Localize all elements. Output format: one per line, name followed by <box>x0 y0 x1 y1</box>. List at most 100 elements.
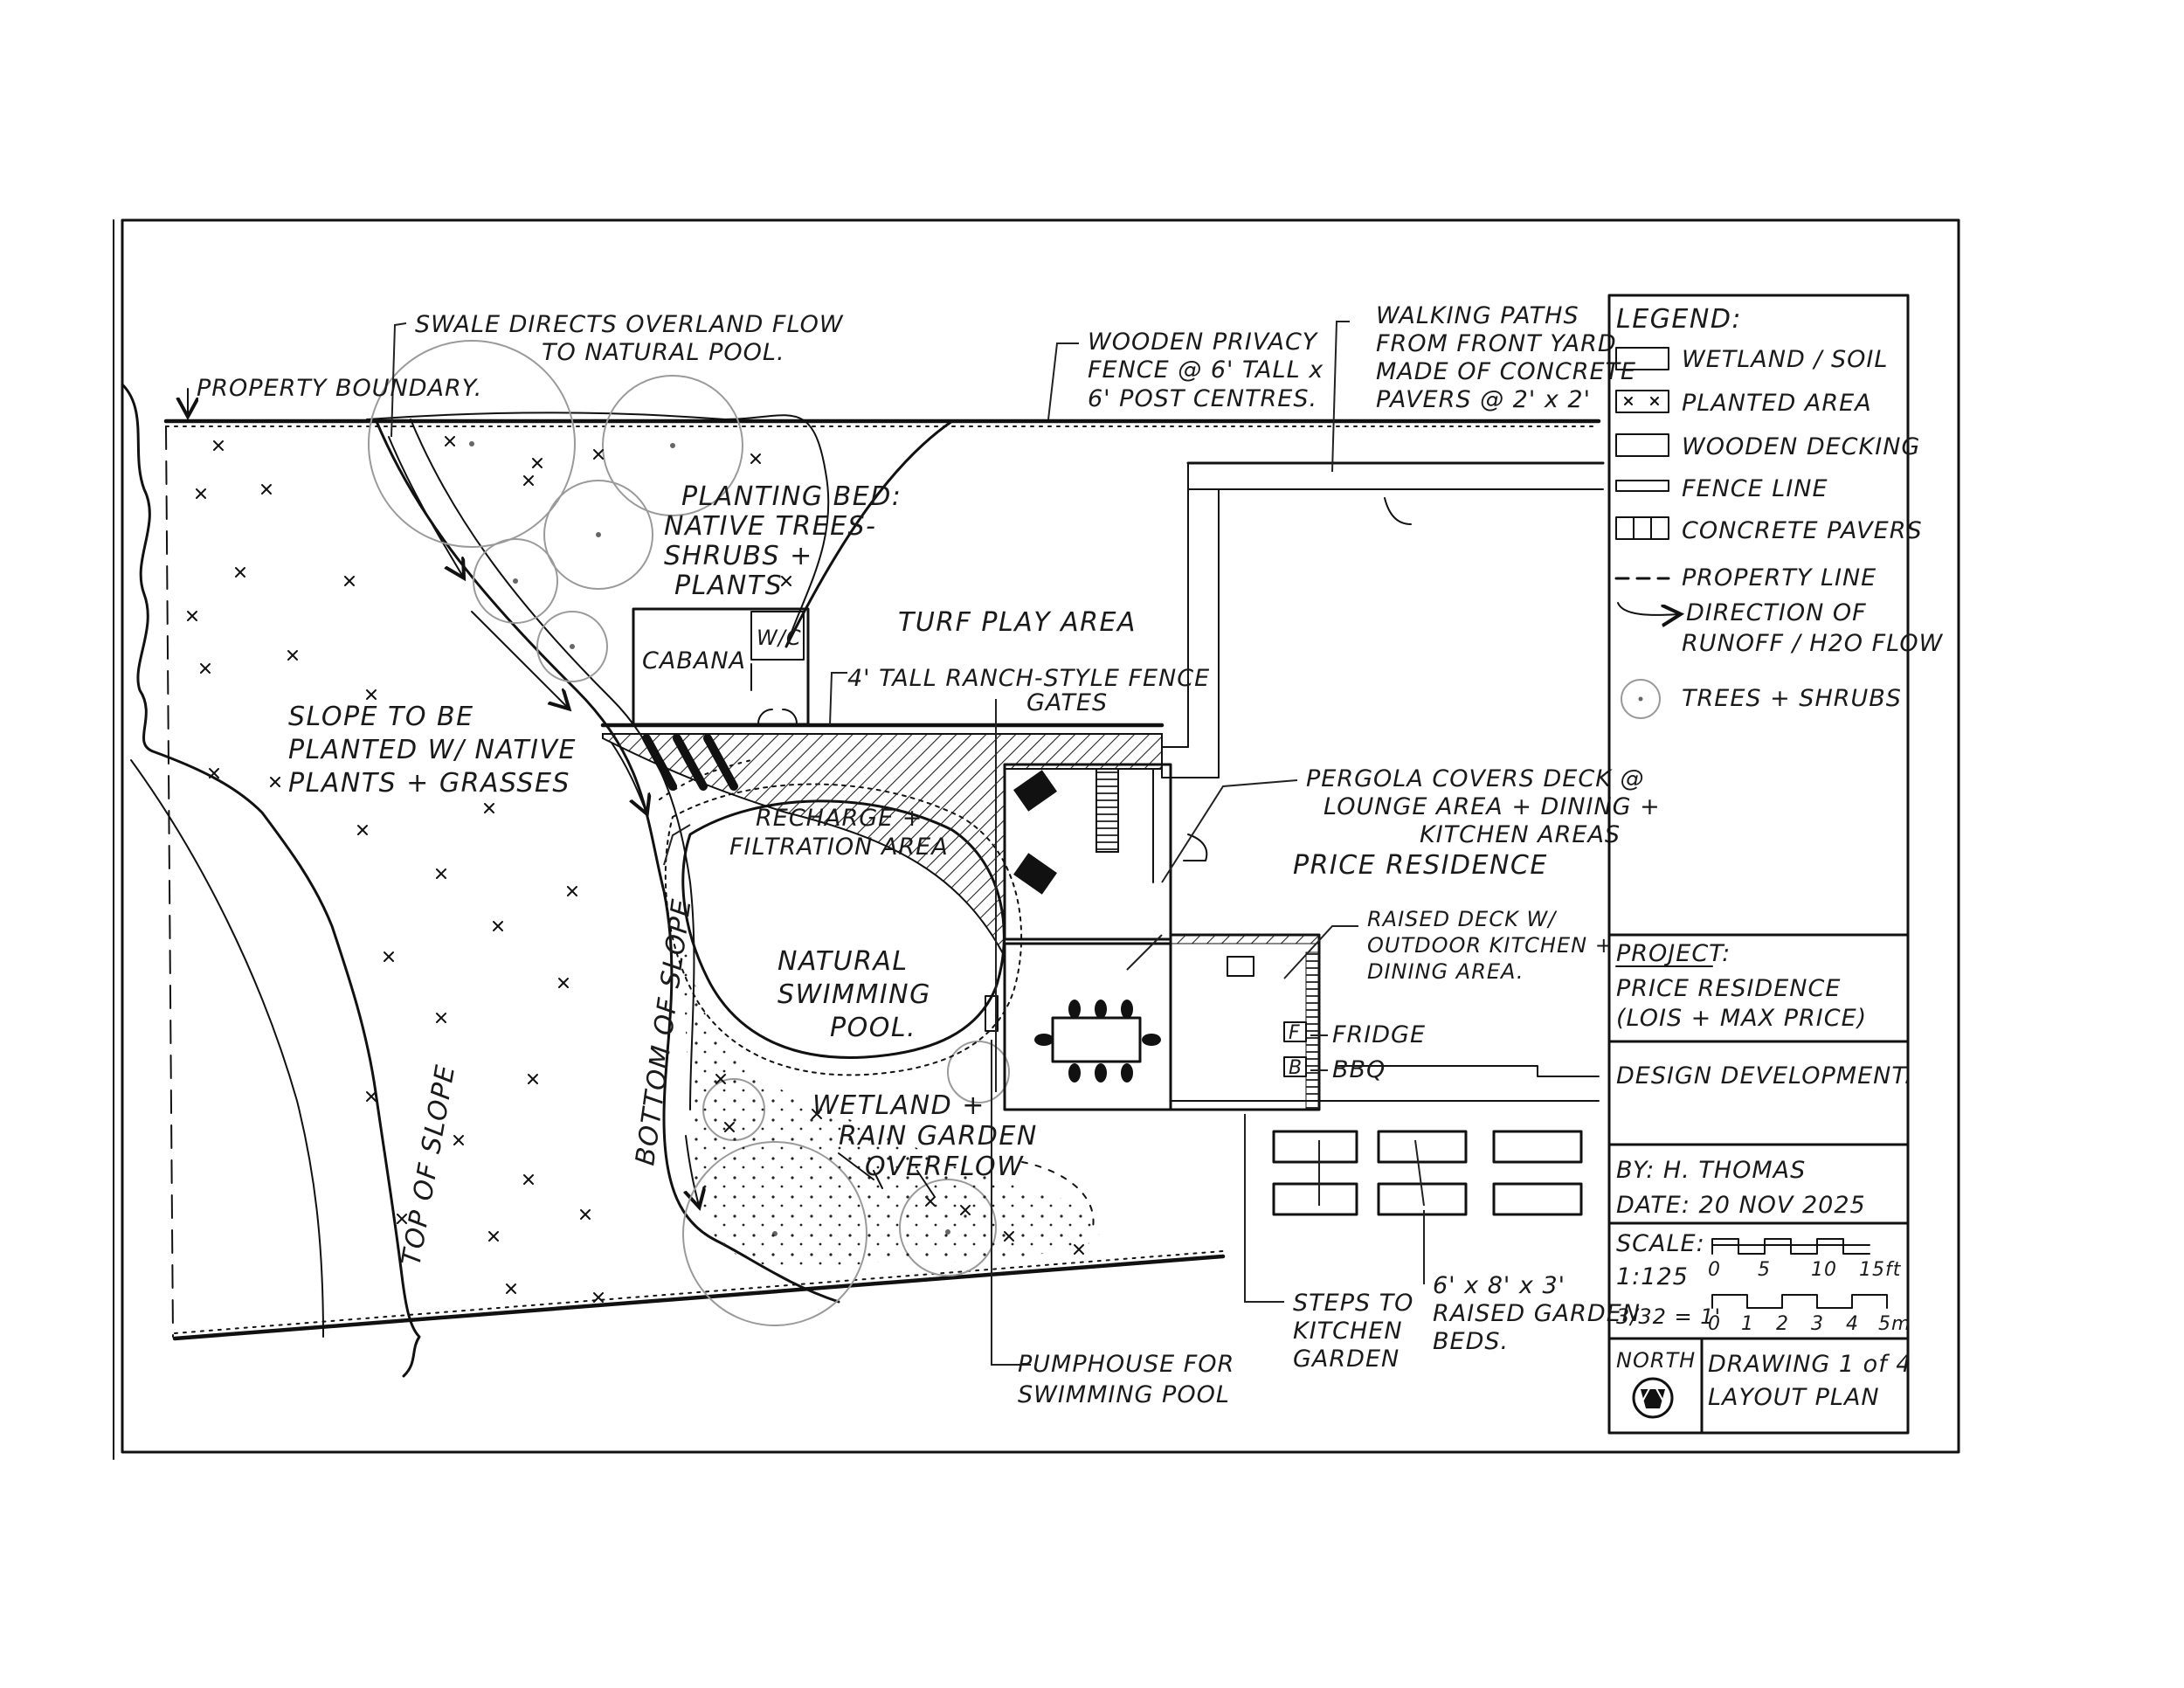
top-of-slope-label: TOP OF SLOPE <box>396 1062 461 1268</box>
front-yard-pavers <box>1161 462 1604 778</box>
swale-label-1: SWALE DIRECTS OVERLAND FLOW <box>415 311 844 338</box>
paths-label-3: MADE OF CONCRETE <box>1376 358 1636 385</box>
privacy-fence-label-1: WOODEN PRIVACY <box>1088 329 1319 356</box>
north-arrow-icon <box>1632 1377 1674 1419</box>
fridge-box <box>1283 1021 1307 1042</box>
pumphouse-label-1: PUMPHOUSE FOR <box>1018 1351 1234 1378</box>
legend-runoff-label-1: DIRECTION OF <box>1686 599 1867 626</box>
legend-fence-label: FENCE LINE <box>1682 475 1828 502</box>
turf-play-area-label: TURF PLAY AREA <box>898 607 1137 638</box>
project-name: PRICE RESIDENCE <box>1616 975 1841 1002</box>
legend-trees-label: TREES + SHRUBS <box>1682 685 1902 712</box>
raised-deck-label-1: RAISED DECK W/ <box>1367 907 1558 931</box>
cabana-label: CABANA <box>642 647 746 675</box>
legend-wetland-swatch <box>1615 347 1669 370</box>
steps-label-2: KITCHEN <box>1293 1318 1403 1345</box>
paths-label-4: PAVERS @ 2' x 2' <box>1376 386 1591 413</box>
drawing-number: DRAWING 1 of 4 <box>1708 1351 1911 1378</box>
scale-m-2: 2 <box>1776 1313 1789 1335</box>
legend-pavers-swatch <box>1615 516 1669 540</box>
fridge-label: FRIDGE <box>1332 1021 1426 1048</box>
steps-label-3: GARDEN <box>1293 1346 1400 1373</box>
pool-label-3: POOL. <box>830 1013 916 1043</box>
planting-bed-outline <box>366 412 830 647</box>
scale-m-5: 5m <box>1878 1313 1911 1335</box>
legend-wetland-label: WETLAND / SOIL <box>1682 346 1888 373</box>
legend-decking-label: WOODEN DECKING <box>1682 433 1920 460</box>
site-plan <box>121 321 1605 1378</box>
planting-bed-label-4: PLANTS <box>674 571 783 601</box>
recharge-label-1: RECHARGE + <box>756 805 923 832</box>
scale-ft-5: 5 <box>1758 1259 1771 1281</box>
legend-property-label: PROPERTY LINE <box>1682 564 1876 591</box>
phase-label: DESIGN DEVELOPMENT. <box>1616 1062 1912 1090</box>
slope-label-2: PLANTED W/ NATIVE <box>288 735 577 765</box>
swale-label-2: TO NATURAL POOL. <box>542 339 785 366</box>
bbq-box <box>1283 1056 1307 1077</box>
pergola-label-2: LOUNGE AREA + DINING + <box>1324 793 1661 820</box>
slope-label-3: PLANTS + GRASSES <box>288 768 570 799</box>
pergola-label-1: PERGOLA COVERS DECK @ <box>1306 765 1644 792</box>
privacy-fence-label-2: FENCE @ 6' TALL x <box>1088 356 1324 384</box>
paths-label-2: FROM FRONT YARD <box>1376 330 1617 357</box>
pumphouse <box>985 995 999 1032</box>
paths-label-1: WALKING PATHS <box>1376 302 1579 329</box>
legend-trees-swatch <box>1621 679 1661 719</box>
north-label: NORTH <box>1616 1348 1696 1373</box>
legend-planted-label: PLANTED AREA <box>1682 390 1872 417</box>
planting-bed-label-2: NATIVE TREES- <box>664 511 876 542</box>
planting-bed-label-1: PLANTING BED: <box>681 481 902 512</box>
garden-beds-label-2: RAISED GARDEN <box>1433 1300 1641 1327</box>
raised-deck-label-2: OUTDOOR KITCHEN + <box>1367 933 1614 958</box>
wc-label: W/C <box>757 626 802 650</box>
raised-deck-label-3: DINING AREA. <box>1367 959 1524 984</box>
bbq-label: BBQ <box>1332 1056 1386 1083</box>
garden-beds-label-1: 6' x 8' x 3' <box>1433 1272 1565 1299</box>
scale-m-1: 1 <box>1741 1313 1754 1335</box>
garden-beds-label-3: BEDS. <box>1433 1328 1509 1355</box>
legend-runoff-label-2: RUNOFF / H2O FLOW <box>1682 630 1944 657</box>
wetland-area <box>681 926 1101 1269</box>
property-boundary-left <box>165 425 174 1338</box>
gates-label: GATES <box>1026 689 1108 716</box>
pergola-label-3: KITCHEN AREAS <box>1420 821 1621 848</box>
scale-ft-15: 15ft <box>1859 1259 1902 1281</box>
legend-planted-swatch <box>1615 390 1669 413</box>
pergola-deck <box>1003 763 1208 941</box>
pool-label-1: NATURAL <box>778 946 909 977</box>
residence-label: PRICE RESIDENCE <box>1293 850 1548 881</box>
pool-label-2: SWIMMING <box>778 979 931 1010</box>
slope-label-1: SLOPE TO BE <box>288 702 474 732</box>
bottom-of-slope-line <box>374 418 840 1304</box>
graphic-scale: 0 5 10 15ft 0 1 2 3 4 5m <box>1708 1238 1911 1335</box>
property-boundary-bottom <box>172 1254 1226 1341</box>
drawing-name: LAYOUT PLAN <box>1708 1384 1880 1411</box>
pumphouse-label-2: SWIMMING POOL <box>1018 1381 1230 1408</box>
bbq-key: B <box>1289 1057 1303 1079</box>
project-label: PROJECT: <box>1616 940 1731 967</box>
property-boundary-label: PROPERTY BOUNDARY. <box>197 375 482 402</box>
sheet-border <box>121 218 1960 1454</box>
scale-m-3: 3 <box>1811 1313 1824 1335</box>
scale-ratio: 1:125 <box>1616 1263 1689 1290</box>
legend-fence-swatch <box>1615 480 1669 492</box>
scale-ft-0: 0 <box>1708 1259 1721 1281</box>
raised-garden-beds <box>1272 1130 1583 1216</box>
wetland-label-2: RAIN GARDEN <box>839 1121 1038 1152</box>
legend-runoff-swatch <box>1617 602 1679 615</box>
legend-pavers-label: CONCRETE PAVERS <box>1682 517 1923 544</box>
legend-title: LEGEND: <box>1616 304 1742 335</box>
fridge-key: F <box>1289 1022 1301 1044</box>
steps-label-1: STEPS TO <box>1293 1290 1413 1317</box>
scale-m-4: 4 <box>1846 1313 1859 1335</box>
legend-decking-swatch <box>1615 433 1669 457</box>
raised-deck <box>1003 942 1172 1111</box>
scale-ft-10: 10 <box>1811 1259 1837 1281</box>
privacy-fence-label-3: 6' POST CENTRES. <box>1088 385 1317 412</box>
title-block: LEGEND: WETLAND / SOIL PLANTED AREA WOOD… <box>1607 294 1944 1435</box>
wetland-label-3: OVERFLOW <box>865 1152 1024 1182</box>
scale-imperial: 3/32 = 1' <box>1616 1304 1721 1329</box>
planting-bed-label-3: SHRUBS + <box>664 541 813 571</box>
project-clients: (LOIS + MAX PRICE) <box>1616 1005 1867 1032</box>
